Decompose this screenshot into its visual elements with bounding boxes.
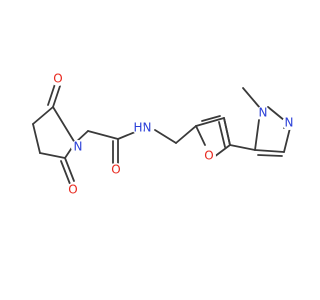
atom-labels: O O N O N H O: [51, 72, 296, 197]
bond: [254, 119, 260, 151]
bond: [254, 149, 285, 153]
bond: [64, 157, 75, 182]
bond: [52, 106, 76, 144]
bond: [213, 144, 231, 158]
atom-o-imide-top: O: [51, 72, 65, 86]
atom-n-amide: N: [140, 121, 154, 135]
bond: [218, 121, 226, 148]
bond: [195, 125, 206, 146]
bond: [175, 125, 197, 144]
atom-label: O: [111, 163, 120, 177]
bond: [39, 152, 66, 159]
atom-label: N: [74, 140, 83, 154]
bond: [32, 106, 54, 125]
atom-o-amide: O: [109, 163, 123, 177]
bond: [60, 160, 71, 185]
atom-h-amide: H: [132, 121, 144, 135]
atom-o-imide-bottom: O: [66, 183, 80, 197]
atom-label: O: [68, 183, 77, 197]
atom-n-pyrazole-1: N: [256, 106, 270, 120]
bond: [242, 87, 261, 109]
bond: [283, 127, 291, 153]
bond: [229, 144, 256, 151]
atom-n-imide: N: [71, 140, 85, 154]
atom-label: O: [53, 72, 62, 86]
molecule-diagram: O O N O N H O: [32, 71, 296, 197]
atom-label: H: [133, 121, 142, 135]
bond: [154, 129, 177, 144]
atom-label: N: [259, 106, 268, 120]
bond: [47, 83, 56, 106]
structure-svg: O O N O N H O: [32, 71, 296, 197]
atom-label: O: [204, 149, 213, 163]
atom-o-furan: O: [202, 149, 216, 163]
bond: [257, 154, 283, 157]
bond: [201, 115, 221, 122]
bonds: [32, 83, 291, 185]
bond: [223, 117, 231, 146]
atom-n-pyrazole-2: N: [282, 116, 296, 130]
atom-label: N: [285, 116, 294, 130]
bond: [195, 117, 225, 127]
bond: [87, 130, 119, 140]
atom-label: N: [143, 121, 152, 135]
bond: [32, 123, 41, 154]
bond: [52, 85, 61, 108]
